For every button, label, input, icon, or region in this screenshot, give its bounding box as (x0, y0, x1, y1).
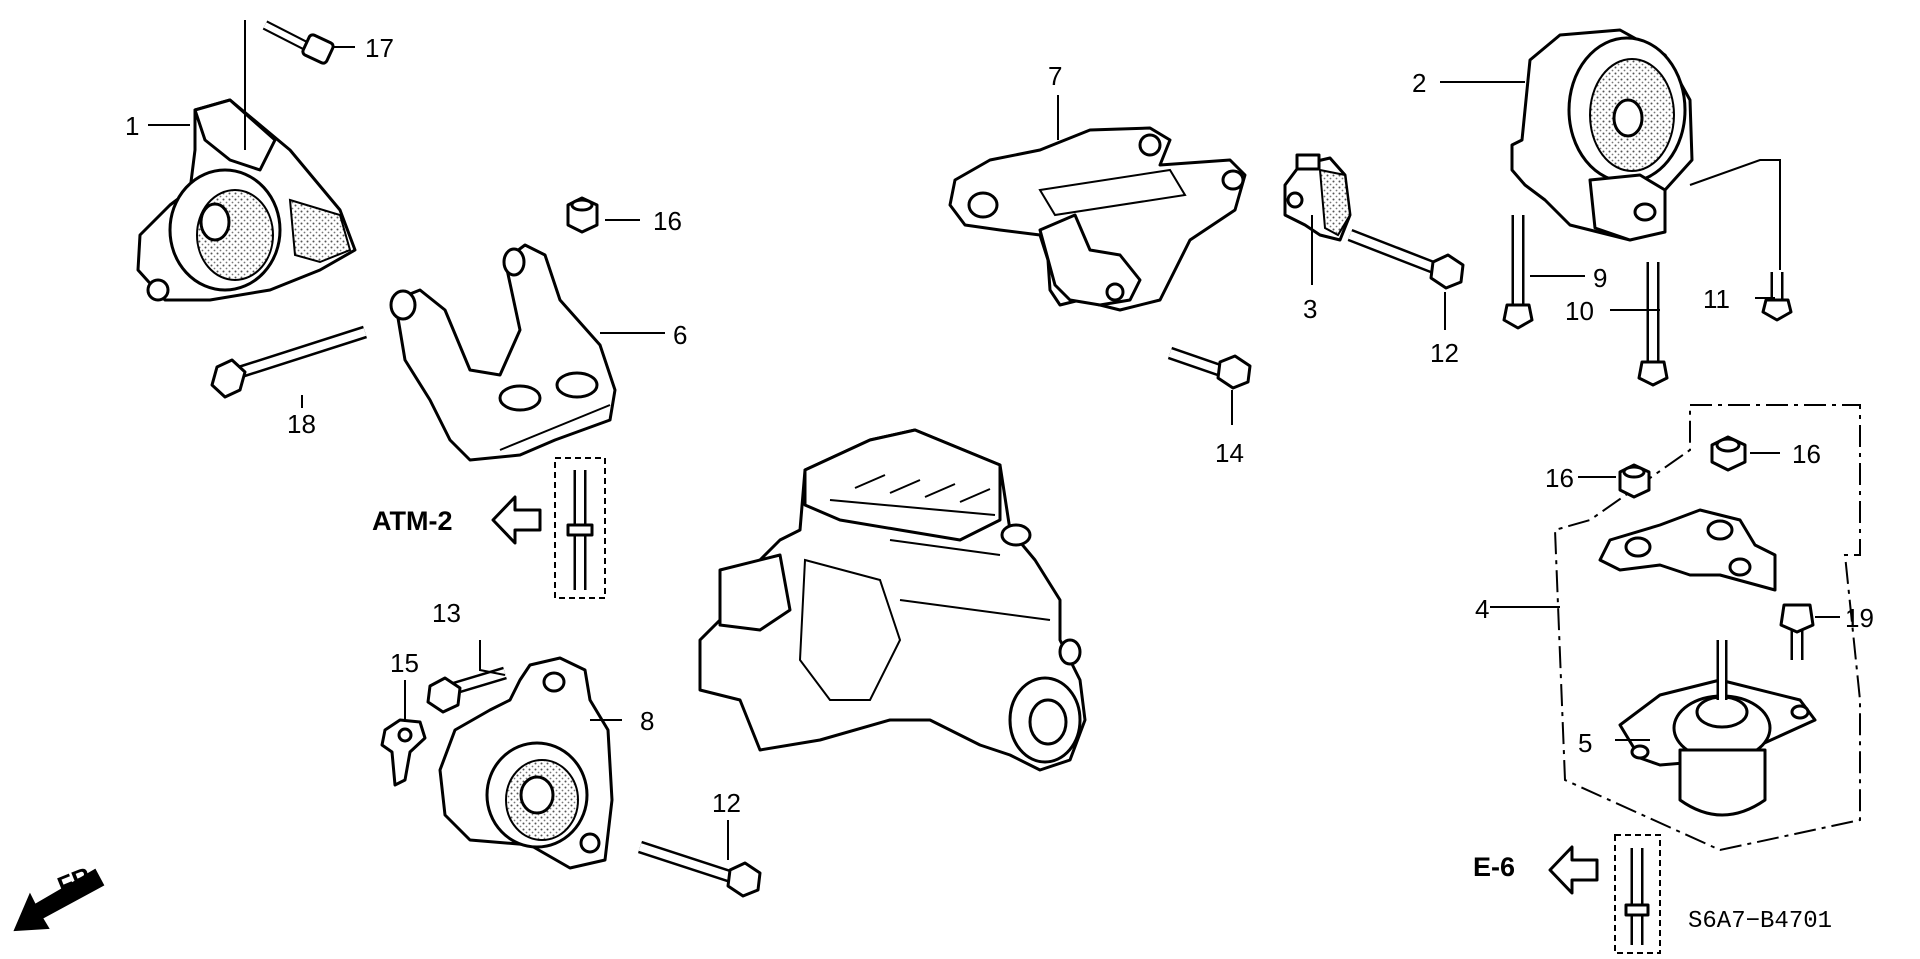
callout-11: 11 (1703, 284, 1730, 314)
engine-block-outline (698, 428, 1087, 772)
e-6-reference: E-6 (1473, 845, 1599, 895)
callout-7: 7 (1048, 61, 1062, 91)
callout-15: 15 (390, 648, 419, 678)
part-13-bolt (426, 666, 507, 714)
part-17-bolt (262, 20, 335, 65)
callout-16-a: 16 (653, 206, 682, 236)
front-direction-marker: FR. (13, 860, 105, 932)
atm-2-reference: ATM-2 (372, 495, 542, 545)
part-3-clip (1283, 153, 1352, 242)
callout-14: 14 (1215, 438, 1244, 468)
part-1-mount (136, 98, 357, 302)
atm-2-label: ATM-2 (372, 506, 453, 536)
callout-5: 5 (1578, 728, 1592, 758)
callout-12-b: 12 (712, 788, 741, 818)
callout-numbers: 1 2 3 4 5 6 7 8 9 10 11 12 12 13 14 15 1… (125, 33, 1874, 818)
callout-10: 10 (1565, 296, 1594, 326)
part-7-bracket (948, 126, 1247, 312)
stud-e-6 (1614, 834, 1661, 954)
part-14-bolt (1167, 346, 1252, 390)
part-8-mount (438, 656, 614, 870)
part-12-bolt-a (1347, 228, 1465, 290)
part-9-bolt (1502, 215, 1534, 330)
part-16-nut-b (1618, 463, 1651, 499)
reference-arrow-icon (1548, 845, 1599, 895)
part-16-nut-c (1710, 435, 1747, 472)
callout-1: 1 (125, 111, 139, 141)
callout-2: 2 (1412, 68, 1426, 98)
part-12-bolt-b (637, 840, 762, 898)
callout-18: 18 (287, 409, 316, 439)
callout-17: 17 (365, 33, 394, 63)
front-arrow-icon (13, 868, 105, 932)
front-label: FR. (54, 860, 102, 901)
part-11-bolt (1761, 272, 1793, 322)
stud-atm-2 (554, 457, 606, 599)
callout-16-b: 16 (1545, 463, 1574, 493)
part-18-bolt (210, 325, 367, 399)
part-10-bolt (1637, 262, 1669, 387)
callout-19: 19 (1845, 603, 1874, 633)
callout-12-a: 12 (1430, 338, 1459, 368)
reference-arrow-icon (491, 495, 542, 545)
e-6-label: E-6 (1473, 852, 1515, 882)
callout-13: 13 (432, 598, 461, 628)
diagram-code: S6A7−B4701 (1688, 908, 1832, 935)
callout-3: 3 (1303, 294, 1317, 324)
part-16-nut-a (566, 196, 599, 234)
callout-16-c: 16 (1792, 439, 1821, 469)
leader-lines (148, 20, 1840, 860)
callout-8: 8 (640, 706, 654, 736)
part-2-mount (1510, 28, 1694, 242)
callout-9: 9 (1593, 263, 1607, 293)
part-19-bolt (1779, 603, 1815, 660)
part-15-clip (380, 718, 427, 787)
callout-4: 4 (1475, 594, 1489, 624)
part-4-5-group (1553, 404, 1861, 852)
part-6-bracket (389, 243, 617, 462)
callout-6: 6 (673, 320, 687, 350)
